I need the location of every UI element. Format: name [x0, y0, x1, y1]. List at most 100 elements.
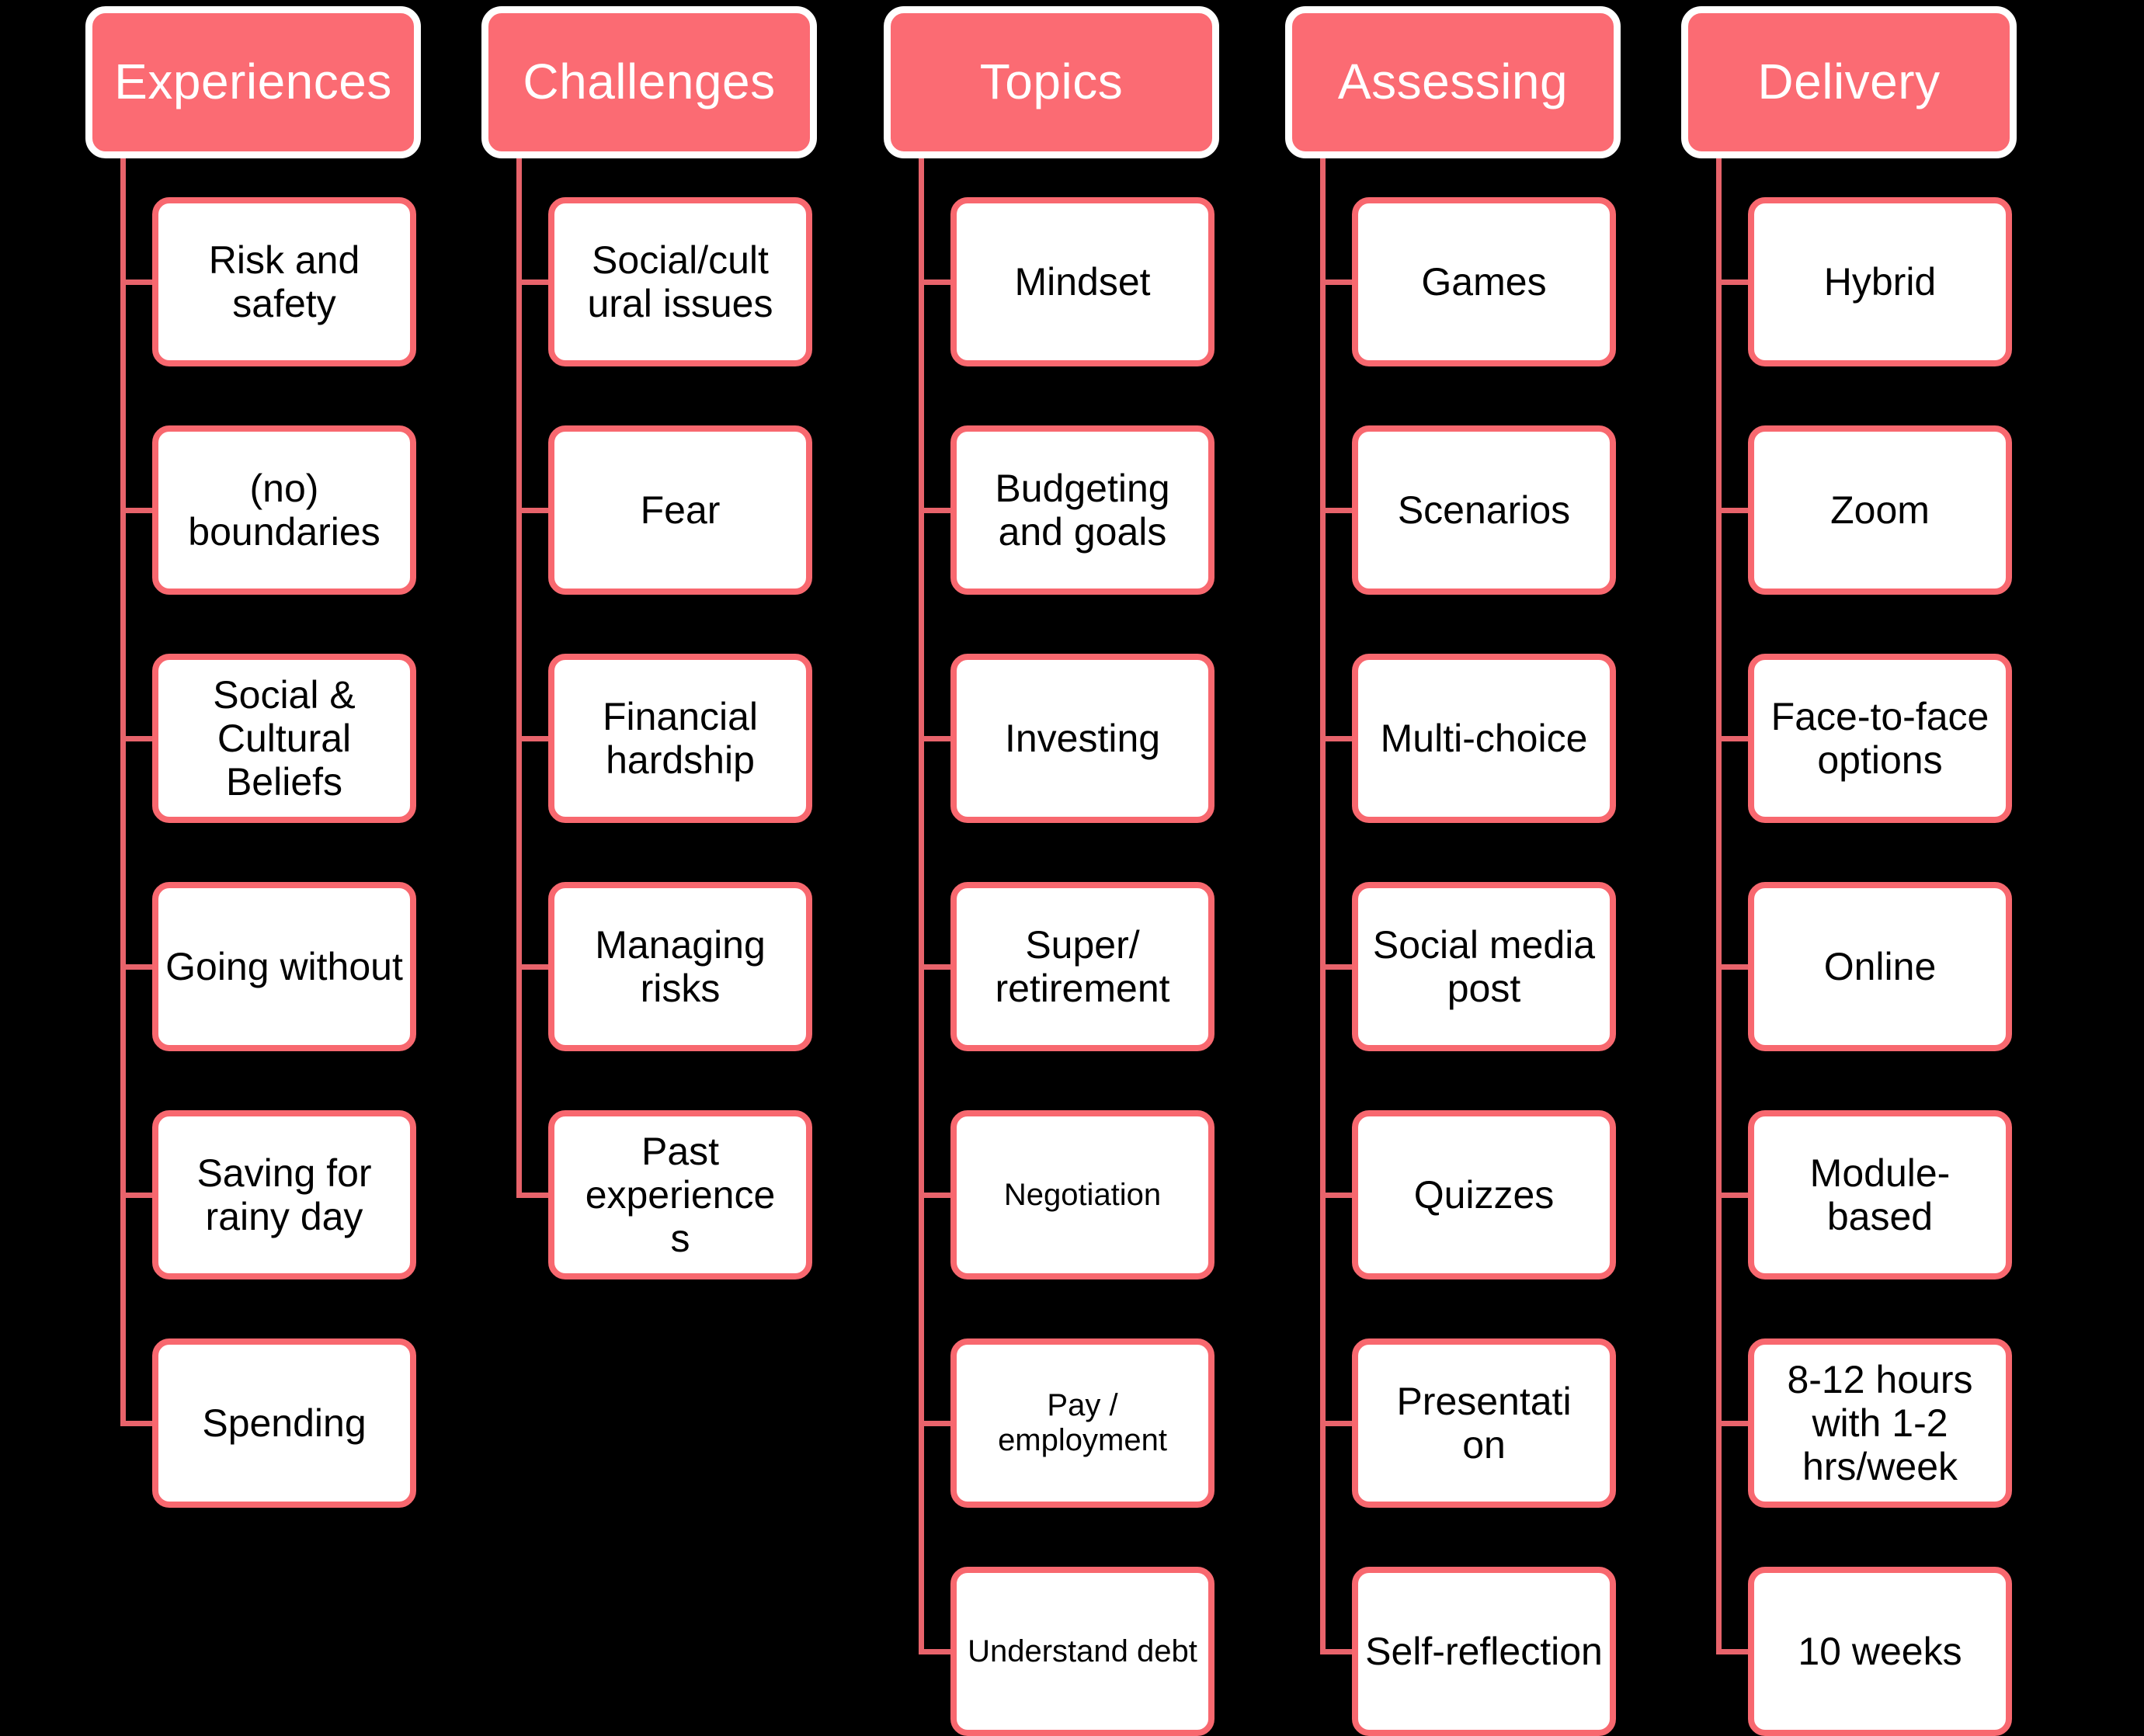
- elbow-connector: [120, 508, 155, 513]
- leaf-node[interactable]: Zoom: [1748, 425, 2012, 595]
- leaf-node[interactable]: Fear: [548, 425, 812, 595]
- leaf-node[interactable]: Budgeting and goals: [950, 425, 1214, 595]
- trunk-connector-experiences: [120, 158, 126, 1423]
- leaf-node[interactable]: Pay / employment: [950, 1338, 1214, 1508]
- leaf-node-label: Investing: [1004, 717, 1161, 760]
- leaf-node[interactable]: Understand debt: [950, 1567, 1214, 1736]
- leaf-node-label: Budgeting and goals: [995, 467, 1170, 554]
- elbow-connector: [120, 279, 155, 285]
- trunk-connector-delivery: [1716, 158, 1722, 1651]
- leaf-node-label: Quizzes: [1413, 1173, 1555, 1217]
- leaf-node[interactable]: Social/cult ural issues: [548, 197, 812, 366]
- elbow-connector: [1716, 1193, 1750, 1198]
- leaf-node-label: Social media post: [1372, 923, 1596, 1010]
- leaf-node-label: Saving for rainy day: [196, 1151, 372, 1238]
- leaf-node[interactable]: Module-based: [1748, 1110, 2012, 1279]
- leaf-node-label: 8-12 hours with 1-2 hrs/week: [1787, 1358, 1973, 1488]
- leaf-node-label: Face-to-face options: [1770, 695, 1989, 782]
- branch-header-delivery[interactable]: Delivery: [1681, 6, 2017, 158]
- leaf-node[interactable]: Social & Cultural Beliefs: [152, 654, 416, 823]
- leaf-node[interactable]: (no) boundaries: [152, 425, 416, 595]
- elbow-connector: [1716, 1649, 1750, 1654]
- elbow-connector: [120, 1421, 155, 1426]
- elbow-connector: [1716, 279, 1750, 285]
- elbow-connector: [919, 736, 953, 741]
- elbow-connector: [1320, 508, 1354, 513]
- leaf-node-label: Zoom: [1830, 488, 1930, 532]
- elbow-connector: [516, 508, 551, 513]
- leaf-node-label: Financial hardship: [602, 695, 759, 782]
- elbow-connector: [919, 1421, 953, 1426]
- leaf-node[interactable]: Mindset: [950, 197, 1214, 366]
- leaf-node-label: Social & Cultural Beliefs: [213, 673, 356, 804]
- leaf-node-label: Social/cult ural issues: [587, 238, 773, 325]
- leaf-node-label: Negotiation: [1003, 1177, 1162, 1212]
- leaf-node-label: Pay / employment: [998, 1388, 1167, 1457]
- leaf-node-label: Presentati on: [1396, 1380, 1572, 1467]
- leaf-node[interactable]: Past experience s: [548, 1110, 812, 1279]
- elbow-connector: [516, 964, 551, 970]
- branch-header-assessing[interactable]: Assessing: [1285, 6, 1621, 158]
- leaf-node-label: Spending: [202, 1401, 367, 1445]
- elbow-connector: [919, 964, 953, 970]
- leaf-node[interactable]: Face-to-face options: [1748, 654, 2012, 823]
- leaf-node[interactable]: Social media post: [1352, 882, 1616, 1051]
- leaf-node-label: Games: [1421, 260, 1547, 304]
- leaf-node-label: Fear: [640, 488, 721, 532]
- branch-header-topics[interactable]: Topics: [884, 6, 1219, 158]
- leaf-node[interactable]: Multi-choice: [1352, 654, 1616, 823]
- elbow-connector: [1716, 736, 1750, 741]
- leaf-node-label: Managing risks: [595, 923, 766, 1010]
- leaf-node[interactable]: Games: [1352, 197, 1616, 366]
- elbow-connector: [516, 1193, 551, 1198]
- leaf-node[interactable]: Financial hardship: [548, 654, 812, 823]
- elbow-connector: [1716, 1421, 1750, 1426]
- leaf-node[interactable]: Managing risks: [548, 882, 812, 1051]
- leaf-node[interactable]: 10 weeks: [1748, 1567, 2012, 1736]
- trunk-connector-challenges: [516, 158, 522, 1195]
- leaf-node-label: Self-reflection: [1365, 1630, 1603, 1673]
- leaf-node-label: (no) boundaries: [188, 467, 380, 554]
- elbow-connector: [120, 736, 155, 741]
- leaf-node-label: Multi-choice: [1380, 717, 1588, 760]
- elbow-connector: [120, 964, 155, 970]
- leaf-node[interactable]: Investing: [950, 654, 1214, 823]
- leaf-node[interactable]: Super/ retirement: [950, 882, 1214, 1051]
- leaf-node-label: Module-based: [1809, 1151, 1951, 1238]
- leaf-node[interactable]: Spending: [152, 1338, 416, 1508]
- leaf-node[interactable]: Scenarios: [1352, 425, 1616, 595]
- leaf-node-label: Mindset: [1014, 260, 1151, 304]
- elbow-connector: [919, 1649, 953, 1654]
- elbow-connector: [919, 1193, 953, 1198]
- leaf-node[interactable]: Going without: [152, 882, 416, 1051]
- leaf-node[interactable]: Risk and safety: [152, 197, 416, 366]
- elbow-connector: [120, 1193, 155, 1198]
- leaf-node[interactable]: Quizzes: [1352, 1110, 1616, 1279]
- elbow-connector: [1320, 736, 1354, 741]
- branch-header-experiences[interactable]: Experiences: [85, 6, 421, 158]
- leaf-node-label: 10 weeks: [1798, 1630, 1962, 1673]
- leaf-node-label: Risk and safety: [208, 238, 360, 325]
- branch-header-challenges[interactable]: Challenges: [481, 6, 817, 158]
- leaf-node[interactable]: Presentati on: [1352, 1338, 1616, 1508]
- leaf-node[interactable]: Saving for rainy day: [152, 1110, 416, 1279]
- leaf-node[interactable]: Online: [1748, 882, 2012, 1051]
- leaf-node[interactable]: Hybrid: [1748, 197, 2012, 366]
- elbow-connector: [1320, 1649, 1354, 1654]
- elbow-connector: [919, 508, 953, 513]
- leaf-node-label: Understand debt: [968, 1634, 1197, 1668]
- trunk-connector-assessing: [1320, 158, 1326, 1651]
- leaf-node-label: Going without: [165, 945, 403, 988]
- leaf-node[interactable]: 8-12 hours with 1-2 hrs/week: [1748, 1338, 2012, 1508]
- leaf-node[interactable]: Self-reflection: [1352, 1567, 1616, 1736]
- elbow-connector: [1320, 1193, 1354, 1198]
- leaf-node[interactable]: Negotiation: [950, 1110, 1214, 1279]
- elbow-connector: [1716, 964, 1750, 970]
- leaf-node-label: Past experience s: [585, 1130, 776, 1260]
